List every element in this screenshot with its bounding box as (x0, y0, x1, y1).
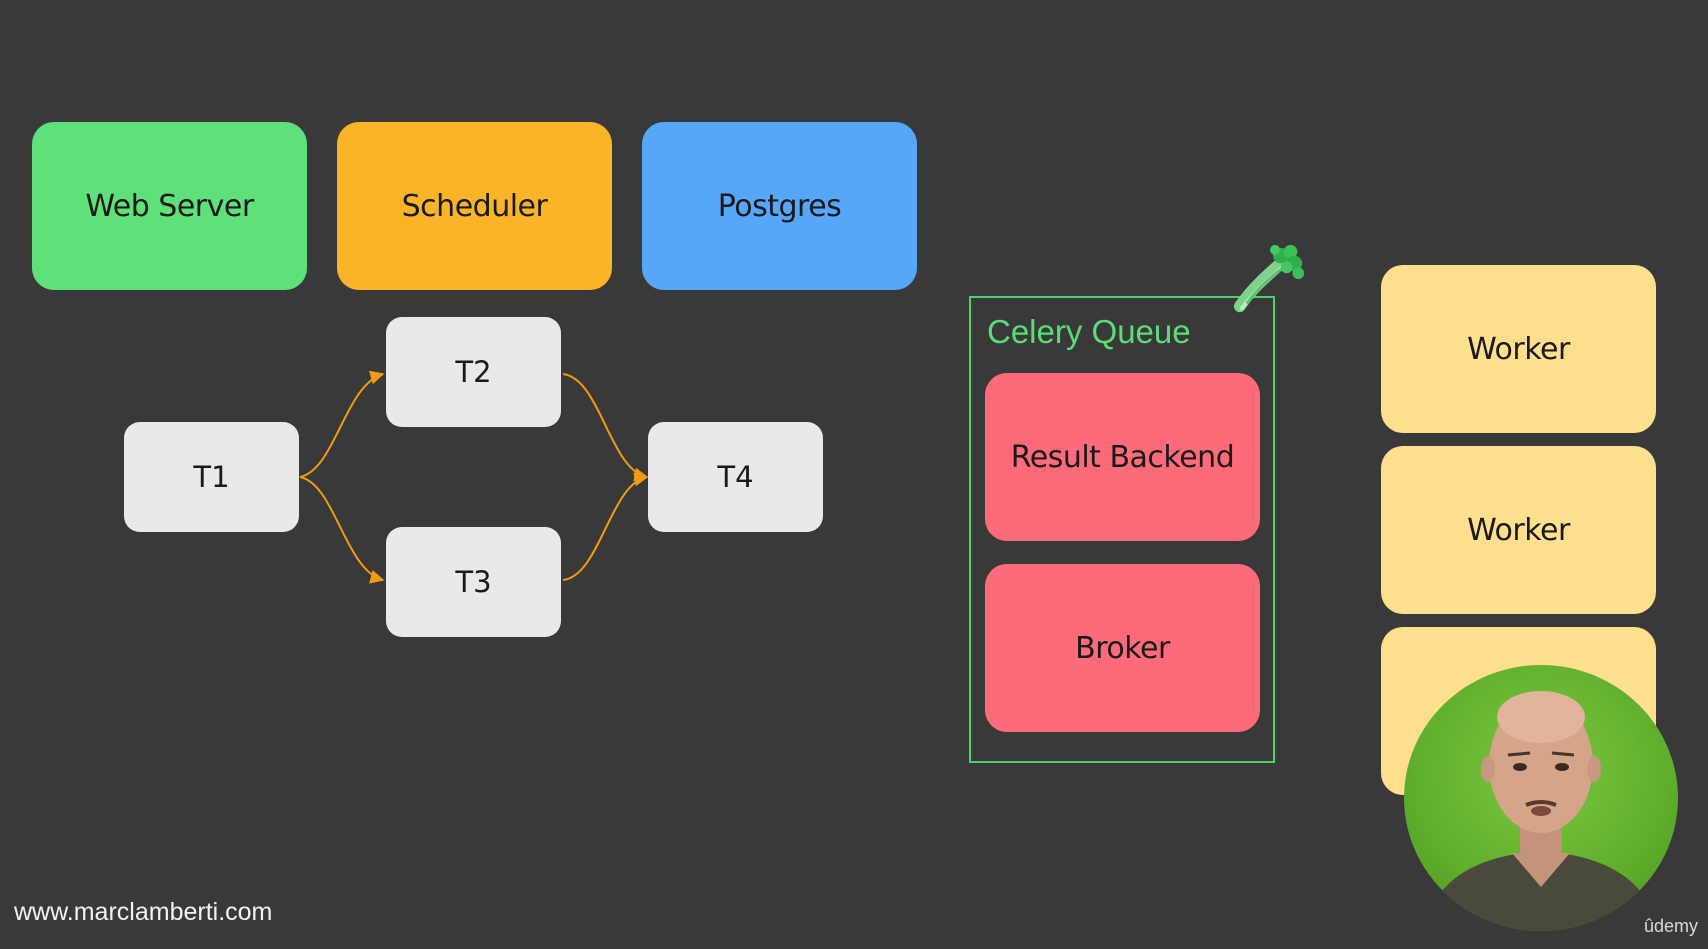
task-t1: T1 (124, 422, 299, 532)
broker-label: Broker (1075, 630, 1170, 666)
worker-box-1: Worker (1381, 265, 1656, 433)
postgres-box: Postgres (642, 122, 917, 290)
celery-icon (1233, 244, 1305, 313)
task-t4: T4 (648, 422, 823, 532)
task-t3: T3 (386, 527, 561, 637)
task-t4-label: T4 (717, 460, 754, 494)
task-t2: T2 (386, 317, 561, 427)
result-backend-box: Result Backend (985, 373, 1260, 541)
celery-queue-frame (969, 296, 1275, 763)
edge-t3-t4 (562, 472, 649, 581)
result-backend-label: Result Backend (1010, 439, 1235, 475)
worker-label-1: Worker (1467, 331, 1570, 367)
postgres-label: Postgres (717, 188, 842, 224)
presenter-image (1424, 691, 1658, 931)
edge-t1-t3 (299, 476, 385, 584)
web-server-box: Web Server (32, 122, 307, 290)
broker-box: Broker (985, 564, 1260, 732)
task-t2-label: T2 (455, 355, 492, 389)
edge-t2-t4 (562, 373, 649, 482)
udemy-logo: ûdemy (1643, 916, 1698, 936)
worker-box-2: Worker (1381, 446, 1656, 614)
task-t1-label: T1 (193, 460, 230, 494)
footer-url: www.marclamberti.com (14, 898, 273, 926)
scheduler-box: Scheduler (337, 122, 612, 290)
task-t3-label: T3 (455, 565, 492, 599)
celery-queue-title: Celery Queue (987, 313, 1191, 350)
presenter-webcam (1404, 665, 1678, 931)
web-server-label: Web Server (85, 188, 254, 224)
scheduler-label: Scheduler (401, 188, 548, 224)
worker-label-2: Worker (1467, 512, 1570, 548)
edge-t1-t2 (299, 370, 385, 478)
